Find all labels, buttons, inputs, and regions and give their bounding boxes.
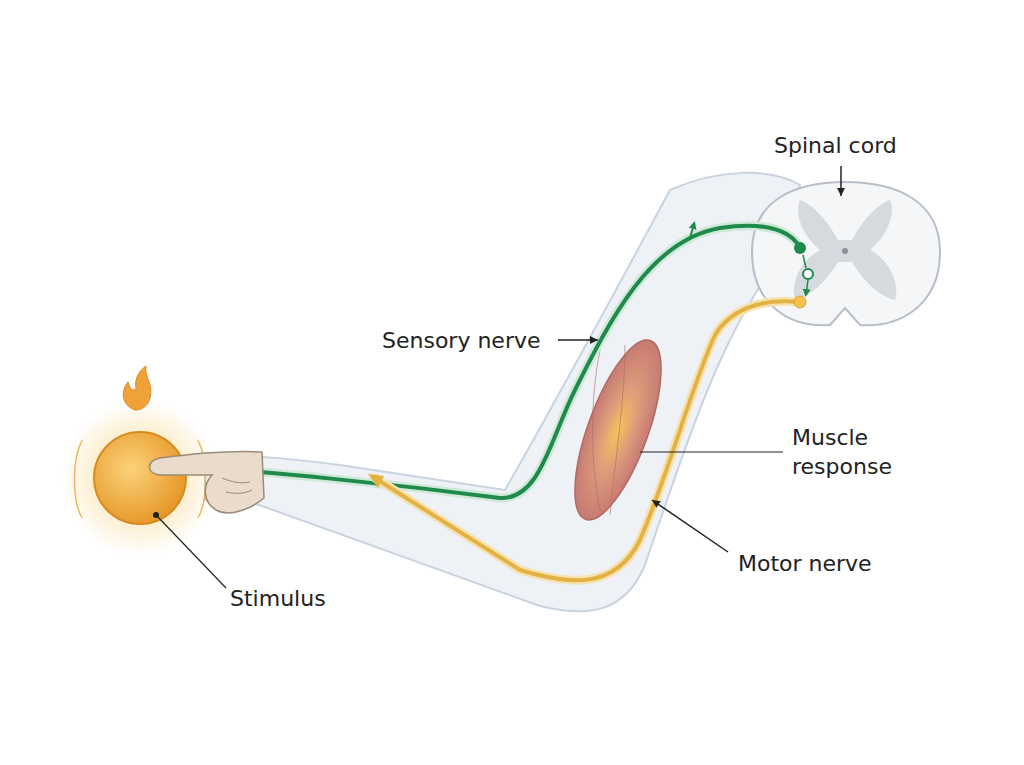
- muscle-fibres: [593, 345, 626, 515]
- motor-nerve: [375, 301, 800, 580]
- part-label: Sensory nerve: [382, 326, 562, 355]
- leader-dot: [153, 512, 159, 518]
- part-label: Muscle response: [792, 423, 922, 481]
- part-label: Stimulus: [230, 584, 370, 613]
- motor-nerve: [378, 301, 800, 580]
- central-canal: [842, 248, 848, 254]
- part-label: Spinal cord: [774, 131, 934, 160]
- leader-line: [640, 451, 783, 452]
- motor-arrowhead: [368, 474, 384, 488]
- leader-arrow: [558, 339, 598, 341]
- leader-line: [156, 515, 226, 588]
- motor-neuron-body: [794, 296, 806, 308]
- leader-arrow: [652, 500, 728, 552]
- heat-wave: [75, 440, 206, 518]
- flame-icon: [123, 366, 151, 410]
- arm-outline: [205, 173, 800, 612]
- sensory-neuron-body: [794, 242, 806, 254]
- hand: [150, 451, 265, 512]
- stimulus-ball: [94, 432, 186, 524]
- interneuron-link: [803, 255, 806, 268]
- interneuron-link: [806, 280, 808, 294]
- leader-arrow: [840, 166, 842, 196]
- interneuron: [803, 269, 813, 279]
- finger-lines: [222, 478, 252, 493]
- stimulus-glow: [62, 400, 218, 556]
- signal-arrow: [690, 224, 694, 238]
- gray-matter: [794, 200, 897, 300]
- part-label: Motor nerve: [738, 549, 908, 578]
